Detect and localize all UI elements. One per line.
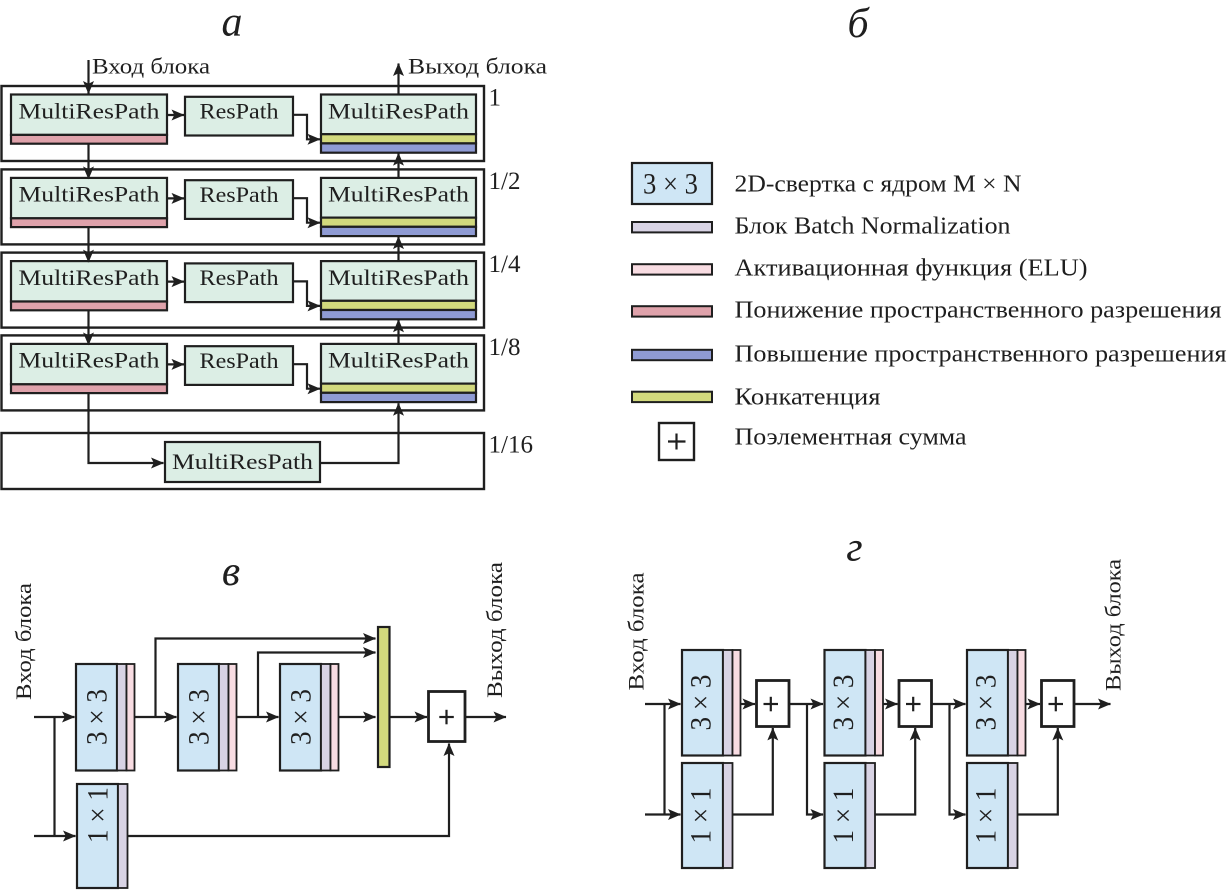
svg-text:3 × 3: 3 × 3: [285, 689, 318, 745]
svg-text:г: г: [846, 525, 862, 571]
svg-text:2D-свертка с ядром M × N: 2D-свертка с ядром M × N: [735, 172, 1022, 198]
svg-text:1 × 1: 1 × 1: [970, 788, 1003, 844]
svg-text:MultiResPath: MultiResPath: [172, 449, 313, 474]
svg-text:Активационная функция (ELU): Активационная функция (ELU): [735, 256, 1088, 282]
svg-text:б: б: [847, 1, 870, 47]
svg-text:ResPath: ResPath: [200, 182, 279, 207]
svg-text:Конкатенция: Конкатенция: [735, 385, 881, 411]
svg-text:3 × 3: 3 × 3: [183, 689, 216, 745]
svg-text:MultiResPath: MultiResPath: [328, 182, 469, 207]
svg-text:MultiResPath: MultiResPath: [19, 182, 160, 207]
svg-text:MultiResPath: MultiResPath: [19, 348, 160, 373]
svg-text:1/16: 1/16: [489, 432, 533, 459]
svg-text:MultiResPath: MultiResPath: [19, 265, 160, 290]
svg-text:Поэлементная сумма: Поэлементная сумма: [735, 424, 967, 450]
svg-text:MultiResPath: MultiResPath: [19, 98, 160, 123]
svg-text:ResPath: ResPath: [200, 348, 279, 373]
svg-text:Выход блока: Выход блока: [408, 54, 547, 79]
svg-text:в: в: [222, 549, 240, 595]
svg-text:ResPath: ResPath: [200, 265, 279, 290]
svg-text:MultiResPath: MultiResPath: [328, 98, 469, 123]
svg-text:3 × 3: 3 × 3: [643, 168, 698, 201]
svg-text:Вход блока: Вход блока: [92, 54, 210, 79]
svg-text:а: а: [222, 0, 243, 46]
svg-text:Понижение пространственного ра: Понижение пространственного разрешения: [735, 298, 1222, 324]
svg-text:3 × 3: 3 × 3: [827, 675, 860, 731]
svg-text:Вход блока: Вход блока: [11, 583, 36, 700]
svg-text:Выход блока: Выход блока: [482, 562, 507, 698]
svg-text:3 × 3: 3 × 3: [970, 675, 1003, 731]
svg-text:1/2: 1/2: [489, 168, 521, 195]
svg-text:1: 1: [489, 85, 502, 112]
svg-text:1 × 1: 1 × 1: [685, 788, 718, 844]
svg-text:3 × 3: 3 × 3: [685, 675, 718, 731]
svg-text:1/8: 1/8: [489, 334, 521, 361]
svg-text:3 × 3: 3 × 3: [81, 689, 114, 745]
svg-text:Вход блока: Вход блока: [624, 572, 649, 690]
svg-text:Выход блока: Выход блока: [1101, 559, 1126, 691]
svg-text:1/4: 1/4: [489, 251, 521, 278]
svg-text:Повышение пространственного ра: Повышение пространственного разрешения: [735, 342, 1227, 368]
svg-text:1 × 1: 1 × 1: [82, 787, 115, 843]
svg-text:Блок Batch Normalization: Блок Batch Normalization: [735, 213, 1011, 239]
svg-text:MultiResPath: MultiResPath: [328, 265, 469, 290]
svg-text:1 × 1: 1 × 1: [827, 788, 860, 844]
svg-text:MultiResPath: MultiResPath: [328, 348, 469, 373]
svg-text:ResPath: ResPath: [200, 99, 279, 124]
